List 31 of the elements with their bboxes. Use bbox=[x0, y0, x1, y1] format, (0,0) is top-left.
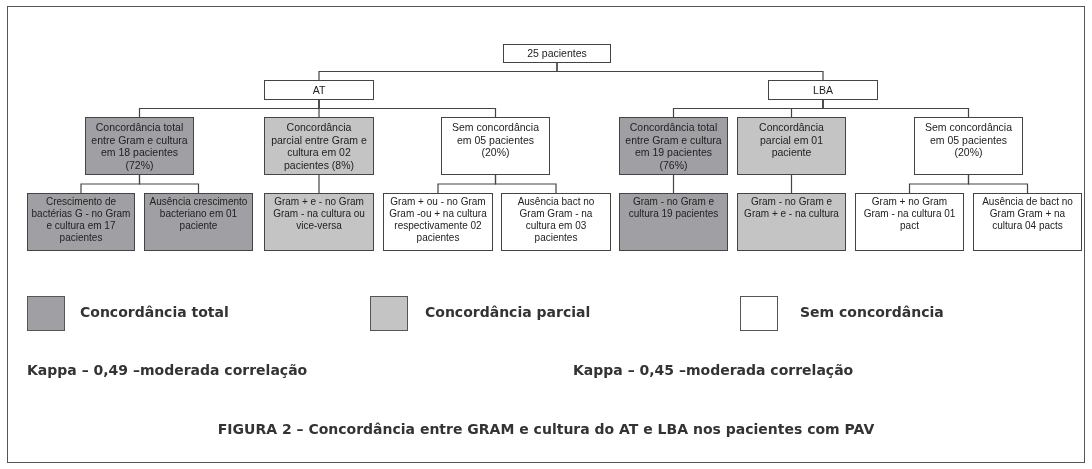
category-box: Concordância total entre Gram e cultura em 18 pacientes (72%) bbox=[85, 117, 194, 175]
legend-label: Concordância parcial bbox=[425, 304, 591, 320]
category-box: Ausência crescimento bacteriano em 01 paciente bbox=[144, 193, 253, 251]
category-box: Concordância parcial em 01 paciente bbox=[737, 117, 846, 175]
category-box: Sem concordância em 05 pacientes (20%) bbox=[441, 117, 550, 175]
group-box: 25 pacientes bbox=[503, 44, 611, 63]
category-box: Sem concordância em 05 pacientes (20%) bbox=[914, 117, 1023, 175]
category-box: Gram - no Gram e Gram + e - na cultura bbox=[737, 193, 846, 251]
category-box: Ausência bact no Gram Gram - na cultura em 03 pacientes bbox=[501, 193, 611, 251]
connector-line bbox=[318, 99, 497, 118]
category-box: Gram + ou - no Gram Gram -ou + na cultura respectivamente 02 pacientes bbox=[383, 193, 493, 251]
category-box: Gram + e - no Gram Gram - na cultura ou vice-versa bbox=[264, 193, 374, 251]
category-box: Gram + no Gram Gram - na cultura 01 pact bbox=[855, 193, 964, 251]
connector-line bbox=[318, 174, 320, 194]
note-text: Kappa – 0,49 –moderada correlação bbox=[27, 362, 308, 378]
connector-line bbox=[967, 174, 1029, 194]
legend-label: Sem concordância bbox=[800, 304, 944, 320]
connector-line bbox=[822, 99, 970, 118]
category-box: Concordância parcial entre Gram e cultura em 02 pacientes (8%) bbox=[264, 117, 374, 175]
category-box: Ausência de bact no Gram Gram + na cultura 04 pacts bbox=[973, 193, 1082, 251]
group-box: AT bbox=[264, 80, 374, 100]
category-box: Concordância total entre Gram e cultura em 19 pacientes (76%) bbox=[619, 117, 728, 175]
connector-line bbox=[138, 174, 200, 194]
note-text: Kappa – 0,45 –moderada correlação bbox=[573, 362, 854, 378]
category-box: Crescimento de bactérias G - no Gram e cultura em 17 pacientes bbox=[27, 193, 135, 251]
category-box: Gram - no Gram e cultura 19 pacientes bbox=[619, 193, 728, 251]
group-box: LBA bbox=[768, 80, 878, 100]
legend-label: Concordância total bbox=[80, 304, 229, 320]
connector-line bbox=[494, 174, 557, 194]
connector-line bbox=[556, 62, 824, 81]
figure-caption: FIGURA 2 – Concordância entre GRAM e cultura do AT e LBA nos pacientes com PAV bbox=[216, 421, 876, 437]
